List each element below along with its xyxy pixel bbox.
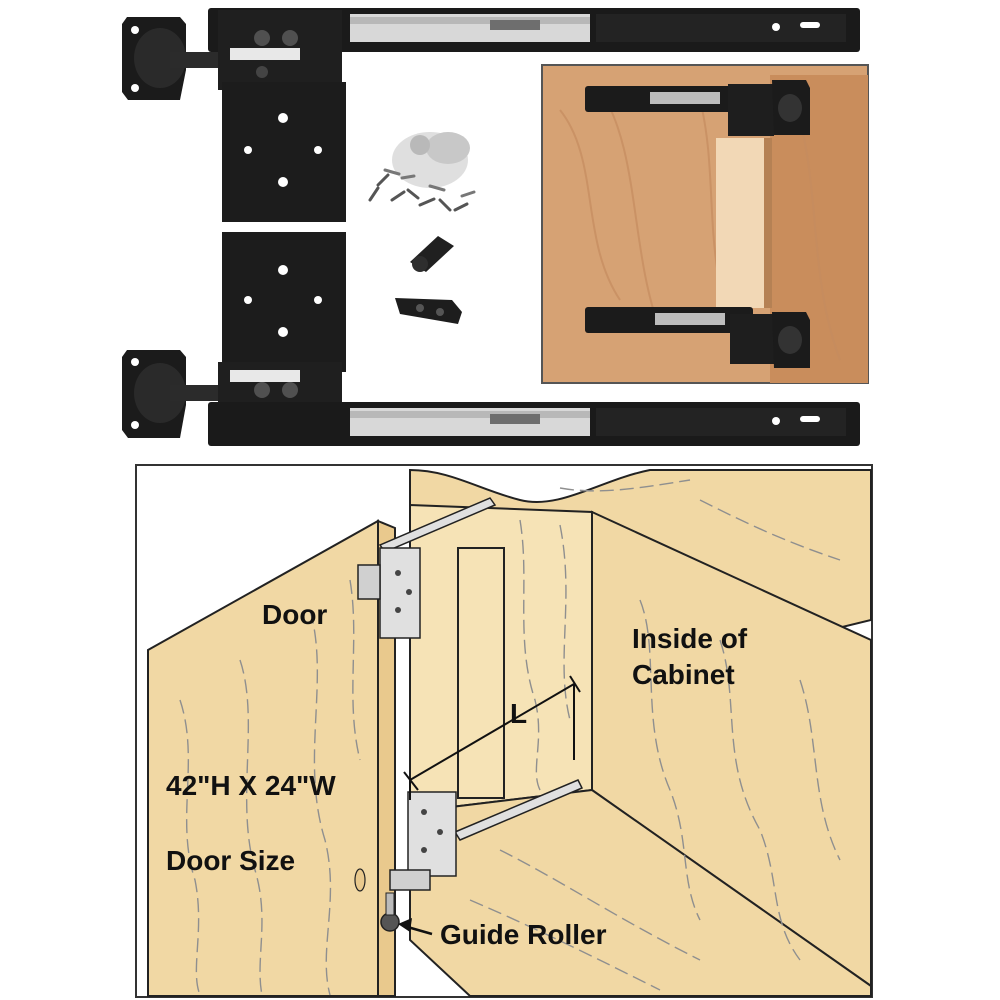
label-door: Door	[262, 599, 327, 630]
installed-lower-slide	[585, 307, 810, 368]
guide-roller	[380, 912, 400, 932]
label-door-dimensions: 42"H X 24"W	[166, 770, 336, 801]
diagram-lower-slide	[354, 779, 584, 932]
hardware-kit-photo	[122, 8, 860, 446]
installed-view-photo	[541, 64, 869, 384]
lower-slide-assembly	[122, 232, 860, 446]
screw-pack	[368, 132, 476, 212]
installed-upper-slide	[585, 80, 810, 136]
label-guide-roller: Guide Roller	[440, 919, 607, 950]
label-dimension-l: L	[510, 698, 527, 729]
installation-diagram: Door Inside of Cabinet L 42"H X 24"W Doo…	[135, 464, 873, 998]
label-door-size: Door Size	[166, 845, 295, 876]
wood-grain	[179, 479, 841, 996]
guide-roller-parts	[395, 236, 462, 324]
label-inside-line2: Cabinet	[632, 659, 735, 690]
label-inside-line1: Inside of	[632, 623, 748, 654]
dimension-l-marker	[403, 675, 581, 800]
guide-roller-arrow	[398, 918, 433, 936]
diagram-upper-slide	[357, 497, 497, 639]
upper-slide-assembly	[122, 8, 860, 222]
